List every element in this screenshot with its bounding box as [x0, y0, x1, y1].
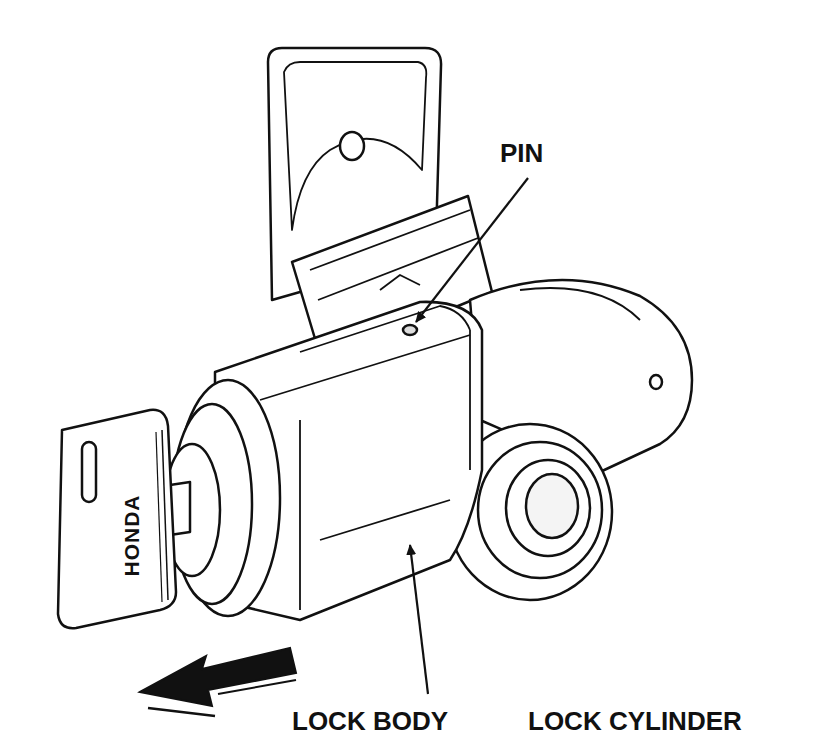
part-label: LOCK BODY	[292, 708, 448, 734]
key-brand-text: HONDA	[120, 494, 141, 576]
lock-body-leader	[410, 545, 428, 694]
part-label: PIN	[500, 140, 543, 166]
direction-arrow	[140, 648, 296, 706]
part-label: LOCK CYLINDER	[528, 708, 742, 734]
pin-leader	[416, 178, 528, 322]
